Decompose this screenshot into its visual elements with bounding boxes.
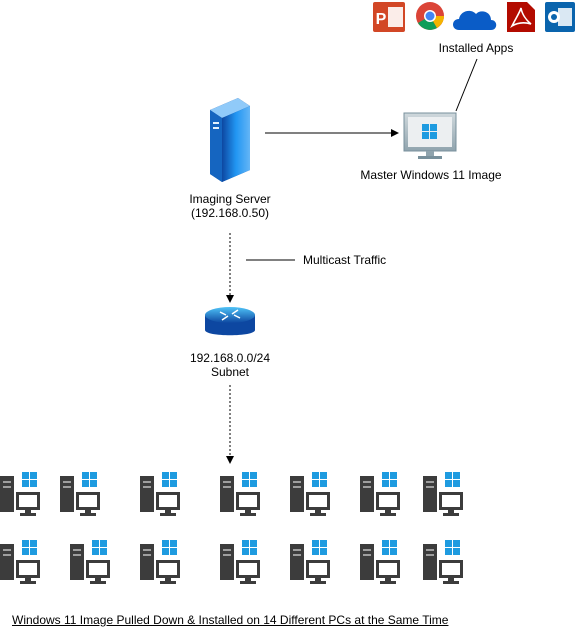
client-pc-icon [220,540,260,584]
installed-apps-label: Installed Apps [438,41,514,55]
svg-text:P: P [376,11,387,28]
client-pc-icon [290,472,330,516]
master-image-label: Master Windows 11 Image [360,168,502,182]
subnet-cidr: 192.168.0.0/24 [189,351,271,365]
client-pc-icon [360,472,400,516]
server-icon [210,98,250,182]
master-image-monitor-icon [403,112,457,159]
powerpoint-icon: P [373,2,405,32]
subnet-label: 192.168.0.0/24 Subnet [170,351,290,379]
subnet-word: Subnet [210,365,250,379]
client-pc-icon [70,540,110,584]
client-pc-icon [290,540,330,584]
diagram-caption: Windows 11 Image Pulled Down & Installed… [12,613,449,627]
client-pc-icon [140,540,180,584]
onedrive-icon [453,10,497,30]
acrobat-icon [507,2,535,32]
client-pc-icon [220,472,260,516]
client-pcs [0,472,463,584]
client-pc-icon [423,540,463,584]
outlook-icon [545,2,575,32]
client-pc-icon [140,472,180,516]
client-pc-icon [60,472,100,516]
client-pc-icon [0,540,40,584]
router-icon [205,307,255,336]
imaging-server-name: Imaging Server [189,192,271,206]
apps-connector-line [455,58,478,112]
imaging-server-label: Imaging Server (192.168.0.50) [170,192,290,220]
client-pc-icon [360,540,400,584]
multicast-traffic-label: Multicast Traffic [303,253,387,267]
imaging-server-ip: (192.168.0.50) [190,206,270,220]
client-pc-icon [423,472,463,516]
client-pc-icon [0,472,40,516]
chrome-icon [416,2,444,30]
